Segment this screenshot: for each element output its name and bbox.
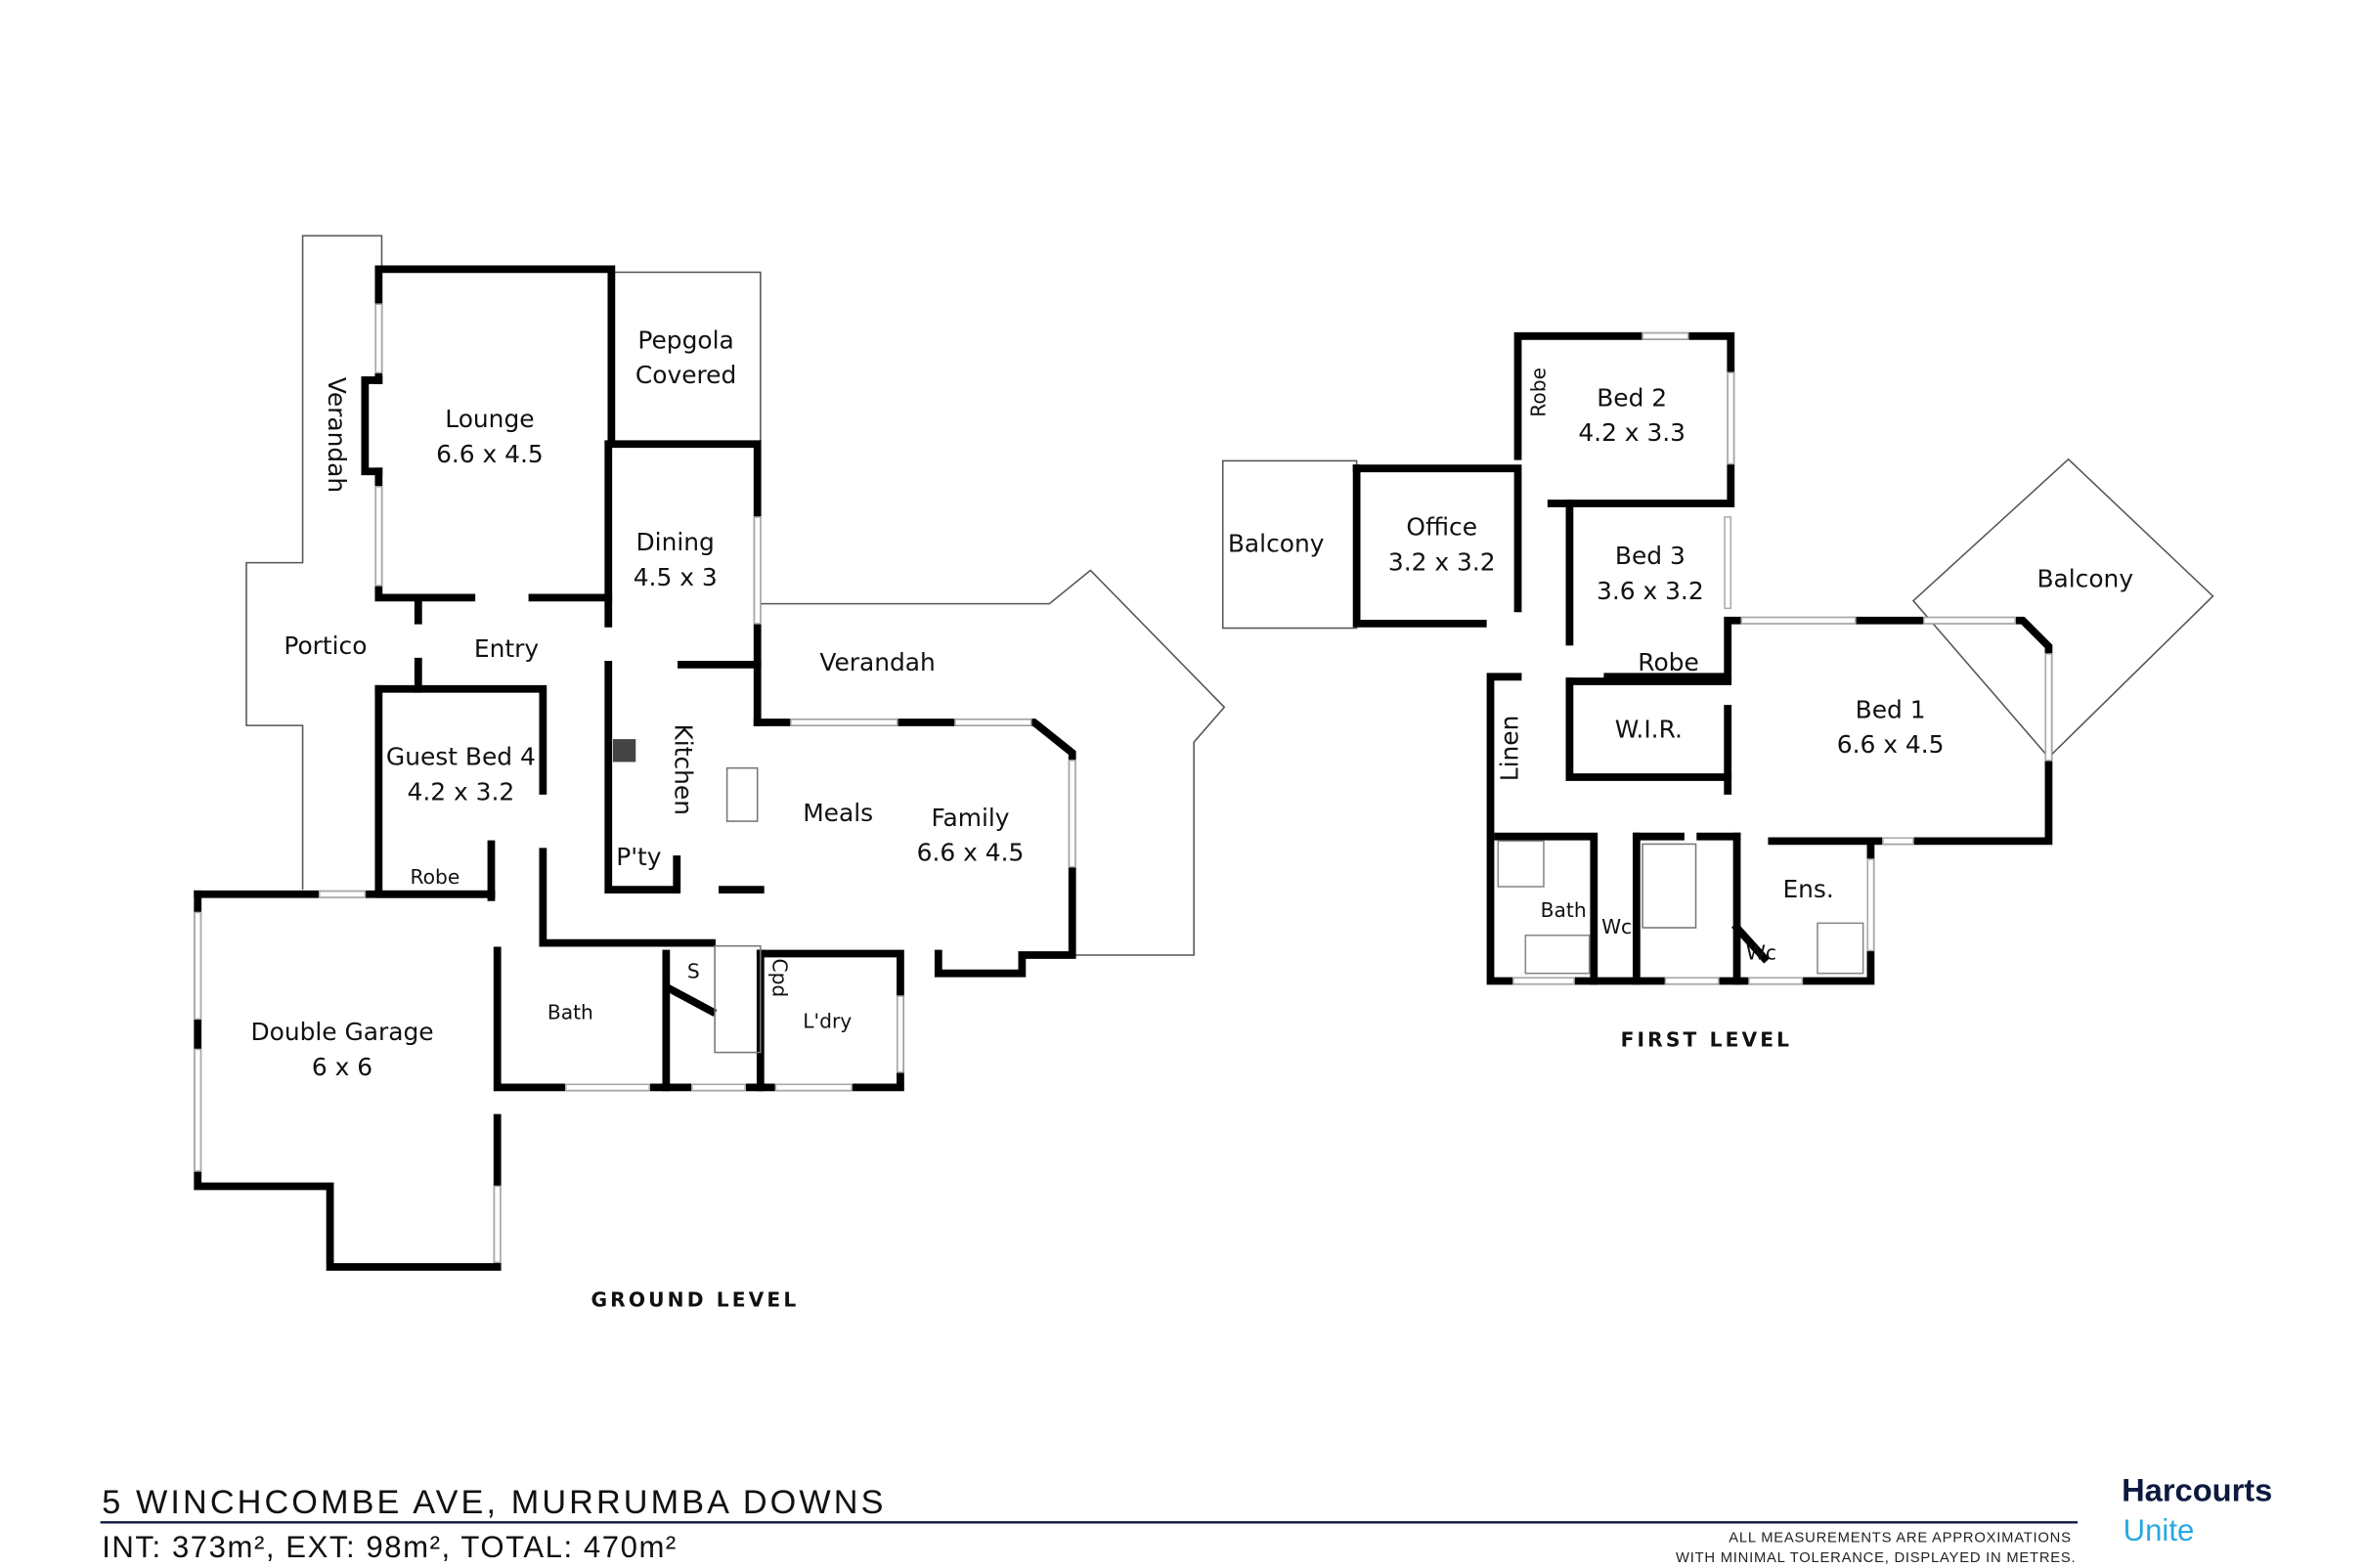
wc2-label: Wc (1746, 941, 1776, 965)
robe-bed2-label: Robe (1527, 368, 1551, 417)
property-address: 5 WINCHCOMBE AVE, MURRUMBA DOWNS (102, 1484, 886, 1521)
bath-label: Bath (547, 1000, 593, 1024)
first-level-label: FIRST LEVEL (1621, 1027, 1793, 1051)
family-label: Family (931, 804, 1009, 832)
verandah-right-outline (760, 569, 1226, 956)
ground-windows (194, 303, 1076, 1264)
guest-bed-label: Guest Bed 4 (386, 743, 536, 771)
portico-label: Portico (284, 632, 367, 660)
first-walls (1352, 331, 2053, 985)
bed1-label: Bed 1 (1856, 695, 1926, 723)
pergola-outline (611, 271, 762, 442)
bath-label: Bath (1541, 898, 1587, 922)
meals-label: Meals (803, 799, 873, 827)
verandah-right-label: Verandah (819, 648, 935, 676)
dining-size: 4.5 x 3 (634, 563, 718, 591)
bed2-size: 4.2 x 3.3 (1578, 418, 1686, 447)
dining-label: Dining (636, 528, 715, 556)
bed3-size: 3.6 x 3.2 (1597, 577, 1704, 605)
pergola-label-1: Pepgola (637, 326, 733, 354)
shower-icon (1497, 840, 1545, 888)
stairs-icon (1642, 843, 1697, 929)
balcony-left-label: Balcony (1228, 530, 1325, 558)
balcony-right-label: Balcony (2037, 565, 2133, 593)
sink-icon (725, 766, 759, 822)
area-summary: INT: 373m², EXT: 98m², TOTAL: 470m² (102, 1530, 678, 1564)
robe-label: Robe (411, 865, 460, 889)
linen-label: Linen (1496, 716, 1524, 782)
disclaimer-line-1: ALL MEASUREMENTS ARE APPROXIMATIONS (1729, 1531, 2071, 1546)
lounge-size: 6.6 x 4.5 (436, 440, 544, 468)
kitchen-label: Kitchen (670, 723, 698, 815)
ensuite-label: Ens. (1782, 875, 1833, 903)
disclaimer-line-2: WITH MINIMAL TOLERANCE, DISPLAYED IN MET… (1676, 1550, 2076, 1566)
pergola-label-2: Covered (635, 361, 736, 389)
first-level-plan: Balcony Office 3.2 x 3.2 Robe Bed 2 4.2 … (1221, 331, 2214, 1051)
family-size: 6.6 x 4.5 (917, 839, 1025, 867)
verandah-outline (245, 235, 383, 891)
cupboard-label: Cpd (767, 958, 791, 997)
entry-label: Entry (474, 634, 539, 663)
storage-label: S (687, 959, 700, 982)
ground-level-label: GROUND LEVEL (591, 1287, 799, 1311)
footer: 5 WINCHCOMBE AVE, MURRUMBA DOWNS INT: 37… (100, 1472, 2272, 1566)
bathtub-icon (1524, 935, 1591, 975)
garage-size: 6 x 6 (312, 1053, 372, 1081)
pantry-label: P'ty (616, 843, 661, 871)
wc1-label: Wc (1601, 915, 1632, 938)
ensuite-shower-icon (1817, 922, 1864, 975)
ground-level-plan: Verandah Lounge 6.6 x 4.5 Pepgola Covere… (194, 235, 1226, 1311)
unite-logo: Unite (2124, 1513, 2195, 1547)
bed1-size: 6.6 x 4.5 (1837, 730, 1945, 759)
bed2-label: Bed 2 (1597, 383, 1667, 412)
stairs-icon (714, 944, 762, 1054)
laundry-label: L'dry (803, 1010, 852, 1033)
verandah-left-label: Verandah (323, 377, 351, 493)
guest-bed-size: 4.2 x 3.2 (408, 777, 515, 806)
robe-bed3-label: Robe (1638, 648, 1698, 676)
harcourts-logo: Harcourts (2122, 1472, 2272, 1508)
office-label: Office (1406, 513, 1477, 542)
wir-label: W.I.R. (1615, 716, 1683, 744)
lounge-label: Lounge (445, 405, 534, 433)
bed3-label: Bed 3 (1615, 542, 1686, 570)
office-size: 3.2 x 3.2 (1388, 547, 1496, 576)
garage-label: Double Garage (250, 1018, 433, 1046)
first-windows (1512, 331, 2053, 985)
balcony-right-outline (1911, 457, 2214, 759)
stove-icon (612, 739, 636, 762)
